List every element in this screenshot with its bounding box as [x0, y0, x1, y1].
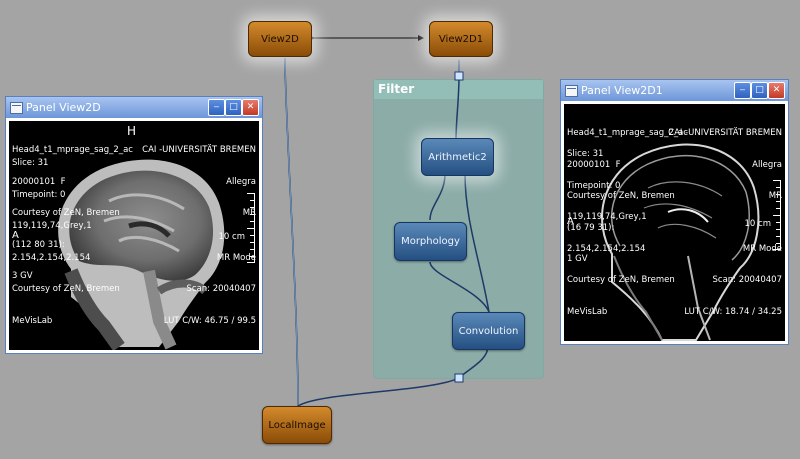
- module-view2d-label: View2D: [261, 33, 299, 45]
- orientation-label-left: A: [12, 230, 19, 241]
- module-view2d1[interactable]: View2D1: [429, 21, 493, 57]
- minimize-button[interactable]: ‒: [734, 82, 751, 99]
- window-icon: [565, 85, 578, 97]
- distance-scale: [247, 193, 255, 263]
- maximize-button[interactable]: □: [225, 99, 242, 116]
- close-button[interactable]: ✕: [768, 82, 785, 99]
- close-button[interactable]: ✕: [242, 99, 259, 116]
- module-arithmetic2[interactable]: Arithmetic2: [421, 138, 494, 176]
- filter-group-title: Filter: [374, 80, 543, 99]
- module-localimage-label: LocalImage: [268, 419, 326, 431]
- overlay-institution-info: CAI -UNIVERSITÄT BREMEN Allegra MR: [142, 145, 256, 218]
- module-localimage[interactable]: LocalImage: [262, 406, 332, 444]
- orientation-label-left: A: [567, 216, 574, 227]
- orientation-label-top: H: [127, 124, 137, 138]
- mri-filtered-image: [601, 143, 760, 341]
- module-view2d1-label: View2D1: [438, 33, 484, 45]
- scale-label: 10 cm: [218, 232, 245, 242]
- panel-view2d[interactable]: Panel View2D ‒ □ ✕ Head4_t1_mprage_sag_2…: [5, 96, 263, 354]
- window-icon: [10, 102, 23, 114]
- minimize-button[interactable]: ‒: [208, 99, 225, 116]
- module-arithmetic2-label: Arithmetic2: [428, 151, 487, 163]
- overlay-patient-info: Head4_t1_mprage_sag_2_ac 20000101 F Cour…: [12, 145, 133, 281]
- overlay-slice-info: Slice: 31 Timepoint: 0 119,119,74,Grey,1…: [12, 158, 120, 326]
- panel-view2d-titlebar[interactable]: Panel View2D ‒ □ ✕: [6, 97, 262, 118]
- panel-view2d1-titlebar[interactable]: Panel View2D1 ‒ □ ✕: [561, 80, 788, 101]
- overlay-patient-info: Head4_t1_mprage_sag_2_ac 20000101 F Cour…: [567, 128, 688, 264]
- overlay-institution-info: CAI -UNIVERSITÄT BREMEN Allegra MR: [668, 128, 782, 201]
- panel-view2d1-title: Panel View2D1: [581, 84, 663, 97]
- scale-label: 10 cm: [744, 219, 771, 229]
- overlay-scan-info: MR Mode Scan: 20040407 LUT C/W: 46.75 / …: [163, 252, 256, 326]
- module-view2d[interactable]: View2D: [248, 21, 312, 57]
- module-convolution[interactable]: Convolution: [452, 312, 525, 350]
- panel-view2d1[interactable]: Panel View2D1 ‒ □ ✕ Head4_t1_mprage_sag_…: [560, 79, 789, 345]
- maximize-button[interactable]: □: [751, 82, 768, 99]
- distance-scale: [773, 180, 781, 250]
- mri-sagittal-image: [58, 159, 225, 350]
- overlay-slice-info: Slice: 31 Timepoint: 0 119,119,74,Grey,1…: [567, 149, 675, 317]
- wire-localimage-view2d: [284, 57, 299, 407]
- image-viewer-view2d[interactable]: Head4_t1_mprage_sag_2_ac 20000101 F Cour…: [9, 121, 259, 350]
- panel-view2d-title: Panel View2D: [26, 101, 101, 114]
- overlay-scan-info: MR Mode Scan: 20040407 LUT C/W: 18.74 / …: [684, 243, 782, 317]
- module-morphology[interactable]: Morphology: [394, 222, 467, 261]
- image-viewer-view2d1[interactable]: Head4_t1_mprage_sag_2_ac 20000101 F Cour…: [564, 104, 785, 341]
- module-convolution-label: Convolution: [458, 325, 519, 337]
- module-morphology-label: Morphology: [401, 236, 460, 247]
